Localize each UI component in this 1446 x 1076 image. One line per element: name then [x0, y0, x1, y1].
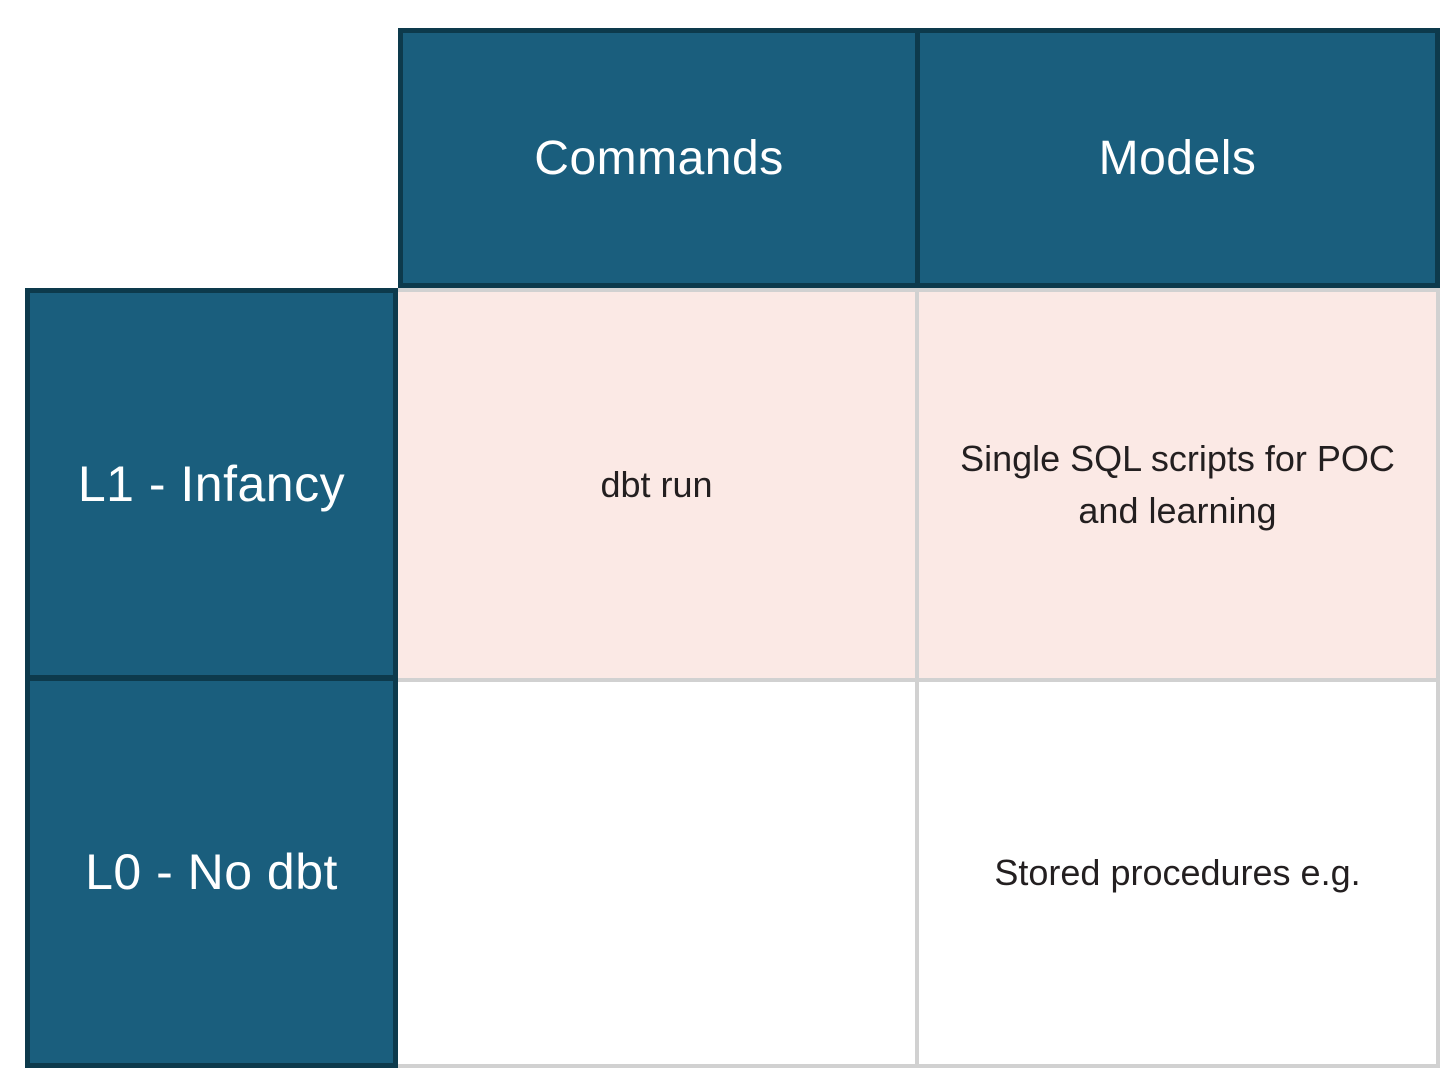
row-header-l0-no-dbt: L0 - No dbt [30, 675, 393, 1063]
column-header-commands: Commands [534, 131, 784, 185]
cell-l1-commands: dbt run [398, 292, 915, 678]
cell-l0-commands [398, 678, 915, 1064]
cell-l1-models: Single SQL scripts for POC and learning [915, 292, 1436, 678]
column-header-row: Commands Models [398, 28, 1440, 288]
table-body: dbt run Single SQL scripts for POC and l… [398, 288, 1440, 1068]
cell-l0-models: Stored procedures e.g. [915, 678, 1436, 1064]
row-header-column: L1 - Infancy L0 - No dbt [25, 288, 398, 1068]
column-header-models: Models [915, 33, 1435, 283]
row-header-l1-infancy: L1 - Infancy [77, 456, 346, 512]
